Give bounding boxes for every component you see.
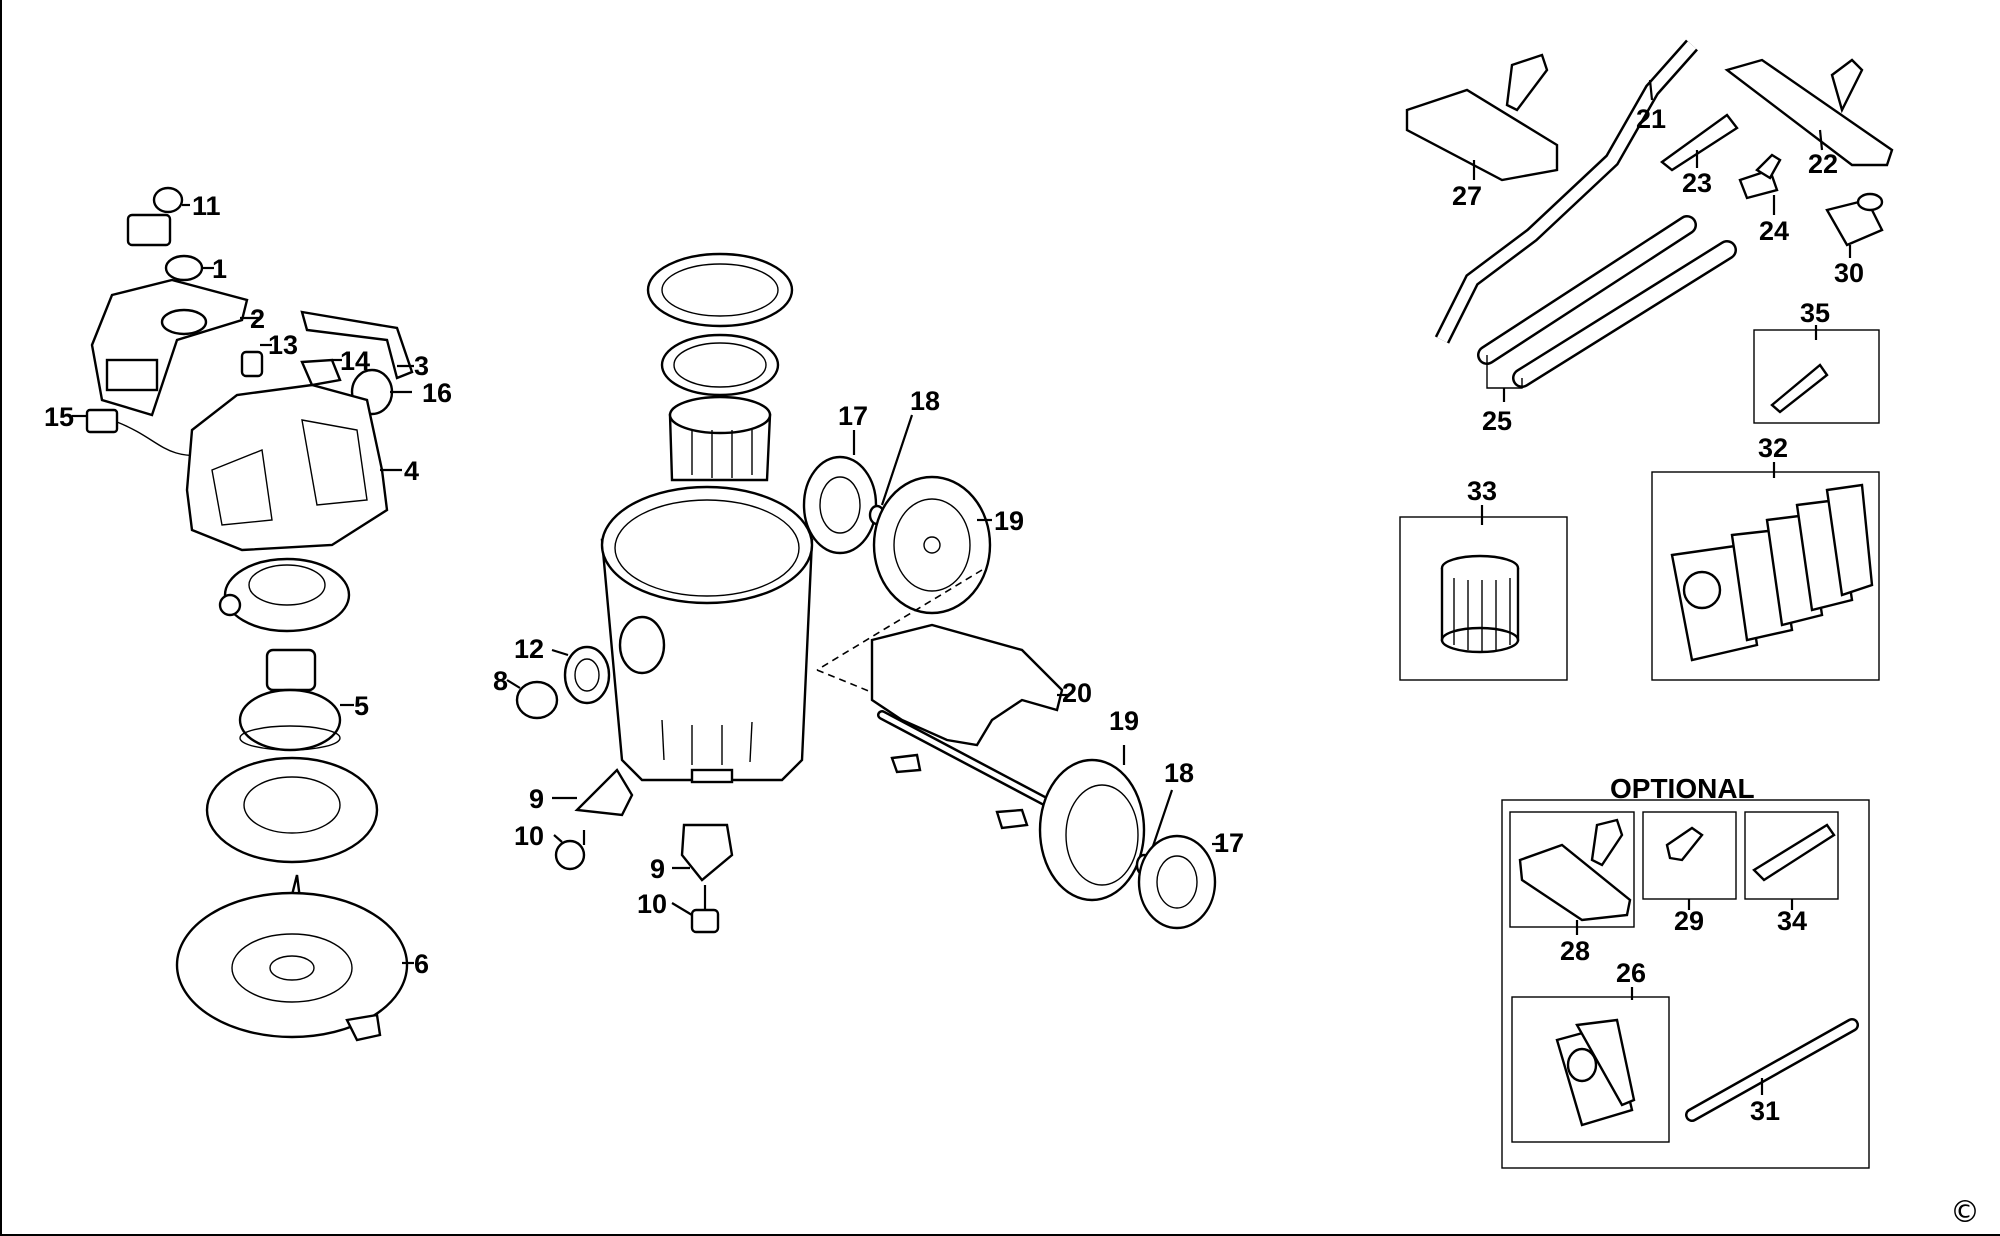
label-part-30: 30 [1834, 258, 1864, 288]
label-part-4: 4 [404, 456, 419, 486]
part-9-caster-bracket-a [552, 768, 634, 817]
label-part-19-b: 19 [1109, 706, 1139, 736]
label-part-16: 16 [422, 378, 452, 408]
label-part-20: 20 [1062, 678, 1092, 708]
part-13-switch [240, 343, 272, 378]
label-part-9-b: 9 [650, 854, 665, 884]
part-31-wand [1685, 1018, 1859, 1122]
part-17-hubcap-lower [1137, 834, 1222, 930]
label-part-18-a: 18 [910, 386, 940, 416]
label-part-25: 25 [1482, 406, 1512, 436]
label-part-12: 12 [514, 634, 544, 664]
label-part-22: 22 [1808, 149, 1838, 179]
part-20-wheel-axle-bracket [870, 623, 1070, 747]
collection-tank [600, 485, 814, 784]
label-part-18-b: 18 [1164, 758, 1194, 788]
motor-support-ring [218, 557, 351, 633]
label-part-6: 6 [414, 949, 429, 979]
label-part-29: 29 [1674, 906, 1704, 936]
optional-box [1501, 799, 1870, 1169]
part-12-inlet-flange [551, 645, 611, 705]
part-3-handle [300, 310, 414, 380]
part-8-inlet [506, 679, 559, 720]
filter-ring-upper [646, 252, 794, 328]
label-part-8: 8 [493, 666, 508, 696]
copyright-mark: © [1950, 1195, 1980, 1230]
label-part-33: 33 [1467, 476, 1497, 506]
part-19-wheel-upper [872, 475, 992, 615]
label-part-34: 34 [1777, 906, 1807, 936]
label-part-5: 5 [354, 691, 369, 721]
part-23-crevice-tool [1660, 113, 1739, 172]
part-28-box [1509, 811, 1635, 935]
label-part-1: 1 [212, 254, 227, 284]
label-part-17-b: 17 [1214, 828, 1244, 858]
label-part-23: 23 [1682, 168, 1712, 198]
label-part-21: 21 [1636, 104, 1666, 134]
label-part-15: 15 [44, 402, 74, 432]
part-14-clip [300, 358, 342, 387]
label-part-28: 28 [1560, 936, 1590, 966]
part-4-motor-housing [185, 383, 402, 552]
filter-ring-lower [660, 333, 780, 397]
part-10-caster-b [671, 885, 720, 934]
part-21-hose [1434, 39, 1698, 344]
label-part-31: 31 [1750, 1096, 1780, 1126]
label-part-32: 32 [1758, 433, 1788, 463]
part-5-motor [238, 648, 354, 752]
motor-base-plate [205, 756, 379, 864]
label-part-27: 27 [1452, 181, 1482, 211]
part-19-wheel-lower [1038, 745, 1146, 902]
part-1-knob [164, 254, 214, 282]
label-part-9-a: 9 [529, 784, 544, 814]
label-part-26: 26 [1616, 958, 1646, 988]
cartridge-filter [668, 395, 772, 482]
part-29-box [1642, 811, 1737, 910]
label-part-17-a: 17 [838, 401, 868, 431]
axle [877, 710, 1057, 830]
label-part-2: 2 [250, 304, 265, 334]
label-part-14: 14 [340, 346, 370, 376]
label-part-19-a: 19 [994, 506, 1024, 536]
label-part-35: 35 [1800, 298, 1830, 328]
part-9-caster-bracket-b [672, 823, 734, 882]
label-part-24: 24 [1759, 216, 1789, 246]
part-6-lower-housing [175, 874, 414, 1042]
part-24-upholstery-tool [1738, 153, 1782, 215]
label-part-10-a: 10 [514, 821, 544, 851]
label-part-13: 13 [268, 330, 298, 360]
part-33-box [1399, 505, 1568, 681]
part-10-caster-a [553, 830, 586, 871]
part-34-box [1744, 811, 1839, 910]
part-11-socket-cover [126, 186, 190, 247]
part-27-floor-nozzle [1405, 53, 1559, 182]
part-35-box [1753, 325, 1880, 424]
part-2-top-cover [90, 278, 260, 417]
part-32-box [1651, 462, 1880, 681]
label-part-11: 11 [192, 191, 221, 221]
part-25-extension-tubes [1477, 215, 1737, 402]
label-part-10-b: 10 [637, 889, 667, 919]
part-26-box [1511, 987, 1670, 1143]
part-22-floor-brush [1724, 58, 1894, 167]
label-part-3: 3 [414, 351, 429, 381]
part-30-adapter [1825, 192, 1884, 258]
optional-heading: OPTIONAL [1610, 773, 1755, 804]
part-17-hubcap-upper [802, 430, 878, 555]
